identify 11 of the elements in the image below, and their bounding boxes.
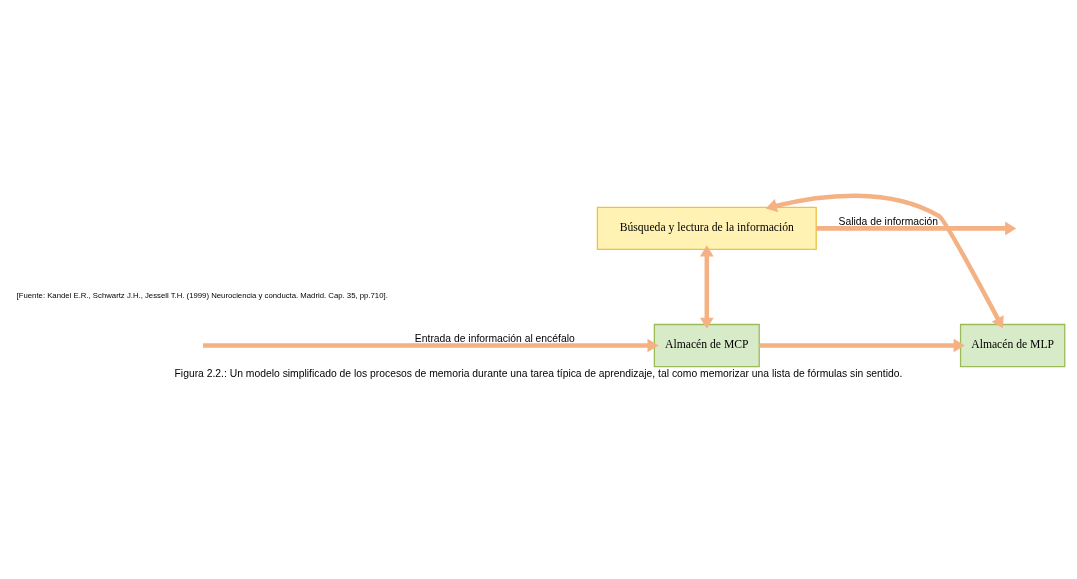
node-box: Búsqueda y lectura de la información <box>596 206 817 251</box>
arrow <box>699 245 714 329</box>
arrow <box>759 338 965 353</box>
caption: Figura 2.2.: Un modelo simplificado de los procesos de memoria durante una tarea típica de aprendizaje, tal como memorizar una lista de fórmulas sin sentido. <box>174 368 903 380</box>
arrow <box>816 221 1017 236</box>
node-box: Almacén de MCP <box>653 323 760 368</box>
node-box: Almacén de MLP <box>959 323 1066 368</box>
arrow <box>765 193 1004 329</box>
arrow <box>202 338 659 353</box>
edge-label: Salida de información <box>838 216 939 228</box>
edge-label: Entrada de información al encéfalo <box>414 333 575 345</box>
